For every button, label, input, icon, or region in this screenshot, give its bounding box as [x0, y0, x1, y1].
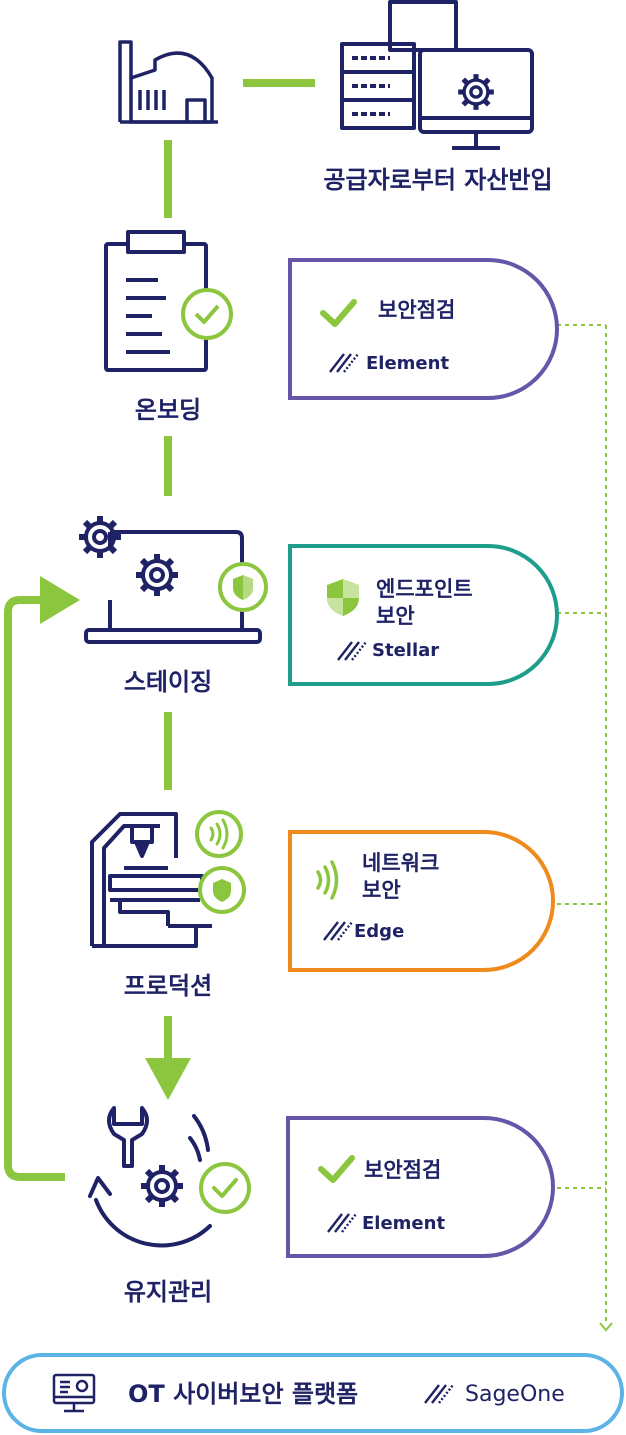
laptop-gears-icon: [79, 516, 268, 644]
dotted-arrow-head: [599, 1322, 613, 1332]
card-2-title-line1: 엔드포인트: [376, 577, 473, 601]
clipboard-check-icon: [104, 230, 233, 372]
stage-label-production: 프로덕션: [124, 972, 212, 1000]
card-security-check-1: [288, 258, 559, 400]
factory-icon: [118, 40, 218, 124]
wireless-signal-icon: [316, 860, 339, 900]
card-4-brand: Element: [362, 1213, 445, 1234]
card-security-check-2: [286, 1116, 555, 1258]
card-1-brand: Element: [366, 353, 449, 374]
server-monitor-icon: [340, 0, 534, 150]
shield-icon: [327, 579, 359, 616]
platform-title: OT 사이버보안 플랫폼: [128, 1380, 358, 1408]
source-label: 공급자로부터 자산반입: [323, 166, 552, 194]
stage-label-maintenance: 유지관리: [124, 1278, 212, 1306]
check-icon: [318, 1155, 355, 1183]
check-icon: [320, 299, 357, 327]
stage-label-staging: 스테이징: [124, 668, 212, 696]
down-arrow-head: [145, 1058, 191, 1100]
connector-lines: [4, 79, 315, 1181]
card-1-title: 보안점검: [378, 298, 455, 322]
platform-brand: SageOne: [465, 1382, 565, 1407]
wireless-signal-icon: [209, 818, 229, 850]
card-2-title-line2: 보안: [376, 604, 415, 628]
dotted-connector: [557, 324, 607, 1325]
card-network-security: [288, 830, 555, 972]
card-4-title: 보안점검: [364, 1158, 441, 1182]
card-3-title-line1: 네트워크: [362, 851, 439, 875]
machine-tool-icon: [90, 810, 246, 948]
stage-label-onboarding: 온보딩: [135, 396, 201, 424]
card-endpoint-security: [288, 544, 559, 686]
card-3-brand: Edge: [354, 921, 404, 942]
monitor-icon: [52, 1373, 96, 1413]
right-arrow-head: [40, 576, 80, 624]
platform-bar: [2, 1353, 624, 1433]
wrench-gear-cycle-icon: [88, 1106, 251, 1248]
card-2-brand: Stellar: [372, 640, 439, 661]
card-3-title-line2: 보안: [362, 878, 401, 902]
